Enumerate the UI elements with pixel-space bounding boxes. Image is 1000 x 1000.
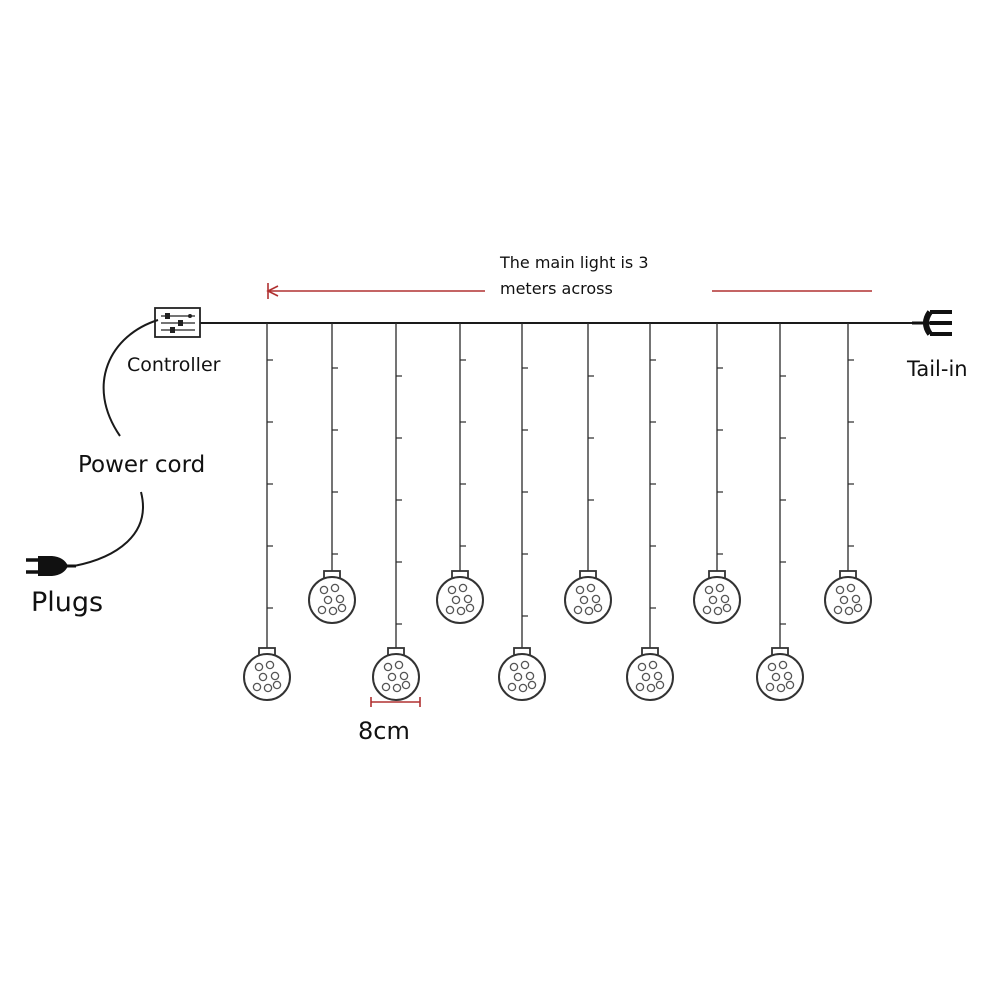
tail-in-label: Tail-in — [906, 357, 968, 381]
controller-box-icon — [154, 307, 201, 338]
strand-10 — [824, 323, 872, 624]
strand-6 — [564, 323, 612, 624]
main-light-dimension — [266, 283, 872, 299]
strand-2 — [308, 323, 356, 624]
controller-label: Controller — [127, 354, 221, 376]
globe-bulb-icon — [626, 653, 674, 701]
strand-8 — [693, 323, 741, 624]
power-plug-icon — [26, 556, 76, 576]
main-light-label-line1: The main light is 3 — [499, 253, 649, 272]
power-cord-lower — [73, 491, 144, 567]
plugs-label: Plugs — [31, 587, 103, 618]
strand-3 — [372, 323, 420, 701]
globe-bulb-icon — [498, 653, 546, 701]
globe-bulb-icon — [693, 576, 741, 624]
tail-plug-icon — [912, 310, 952, 336]
strand-7 — [626, 323, 674, 701]
strand-1 — [243, 323, 291, 701]
globe-bulb-icon — [243, 653, 291, 701]
power-cord — [102, 319, 159, 437]
main-light-label-line2: meters across — [500, 279, 613, 298]
globe-bulb-icon — [756, 653, 804, 701]
strand-5 — [498, 323, 546, 701]
globe-size-label: 8cm — [358, 717, 410, 745]
light-strands — [243, 323, 872, 701]
globe-size-marker — [370, 697, 421, 707]
power-cord-label: Power cord — [78, 452, 205, 478]
globe-bulb-icon — [308, 576, 356, 624]
globe-bulb-icon — [564, 576, 612, 624]
strand-9 — [756, 323, 804, 701]
strand-4 — [436, 323, 484, 624]
globe-bulb-icon — [372, 653, 420, 701]
globe-bulb-icon — [824, 576, 872, 624]
globe-bulb-icon — [436, 576, 484, 624]
